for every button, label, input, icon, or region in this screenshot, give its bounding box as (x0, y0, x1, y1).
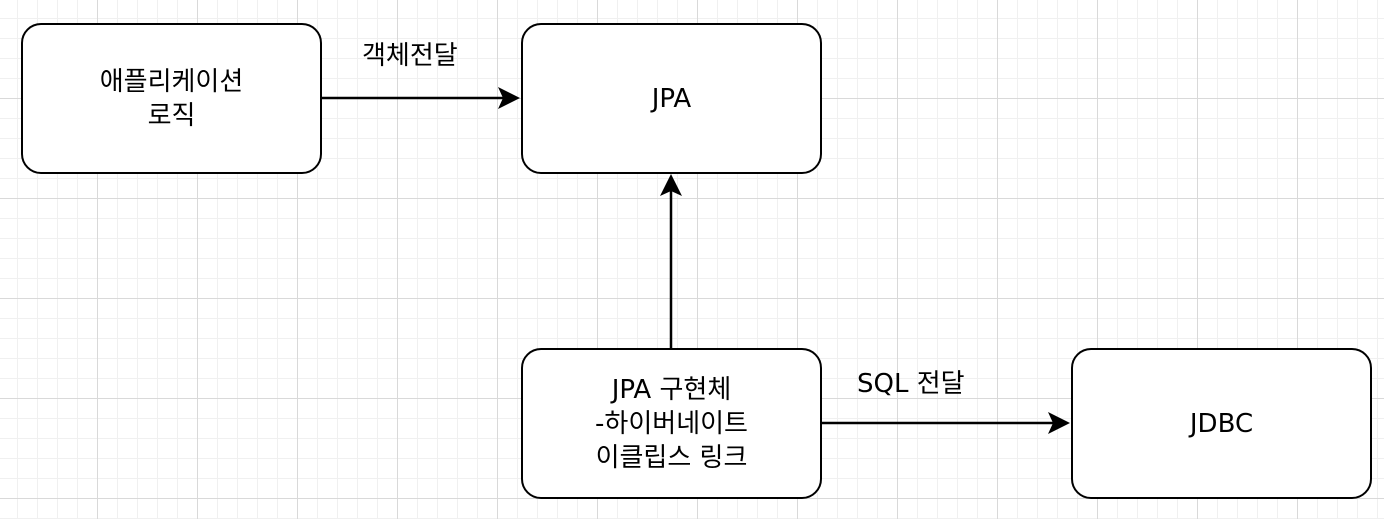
node-jpa-implementation-line-2: -하이버네이트 (595, 408, 748, 439)
edge-app-to-jpa[interactable] (322, 87, 520, 109)
node-jpa-implementation-line-3: 이클립스 링크 (595, 442, 748, 473)
edge-impl-to-jpa[interactable] (660, 174, 682, 348)
node-app-logic[interactable]: 애플리케이션 로직 (21, 23, 322, 174)
node-jpa-implementation-line-1: JPA 구현체 (611, 374, 732, 405)
edge-label-sql-transfer[interactable]: SQL 전달 (857, 369, 965, 399)
node-app-logic-line-2: 로직 (147, 100, 196, 131)
node-jpa-implementation[interactable]: JPA 구현체 -하이버네이트 이클립스 링크 (521, 348, 822, 499)
node-jpa-line-1: JPA (651, 83, 692, 114)
edge-label-object-transfer[interactable]: 객체전달 (362, 41, 458, 71)
node-jdbc[interactable]: JDBC (1071, 348, 1372, 499)
node-jpa-implementation-text: JPA 구현체 -하이버네이트 이클립스 링크 (595, 373, 748, 475)
node-app-logic-line-1: 애플리케이션 (99, 66, 244, 97)
node-jpa-text: JPA (652, 82, 691, 116)
node-jdbc-text: JDBC (1190, 407, 1253, 441)
node-jdbc-line-1: JDBC (1189, 408, 1254, 439)
node-jpa[interactable]: JPA (521, 23, 822, 174)
node-app-logic-text: 애플리케이션 로직 (100, 65, 244, 133)
edge-impl-to-jdbc[interactable] (822, 412, 1070, 434)
